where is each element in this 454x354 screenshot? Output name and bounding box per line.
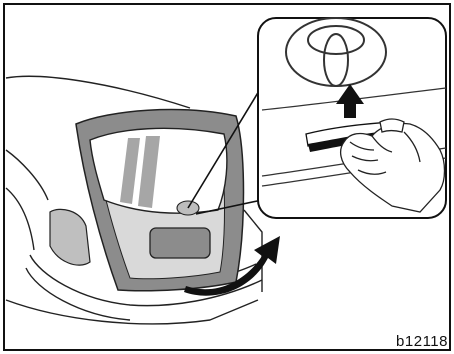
figure-reference-code: b12118 — [396, 333, 448, 350]
license-plate-area — [150, 228, 210, 258]
detail-inset — [258, 18, 446, 218]
